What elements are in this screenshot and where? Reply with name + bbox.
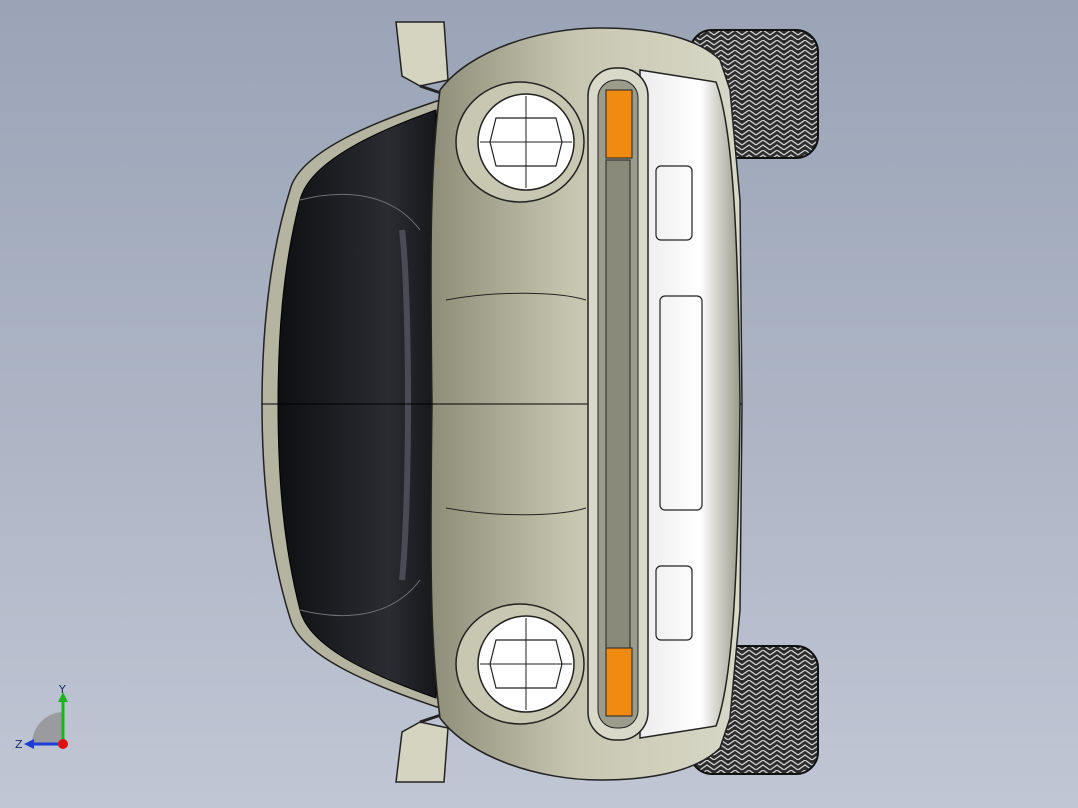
turn-indicator-top [605, 89, 633, 159]
y-axis-label: Y [58, 684, 66, 696]
z-axis-arrowhead-icon [24, 739, 34, 749]
z-axis-label: Z [15, 738, 23, 751]
y-axis-arrowhead-icon [58, 692, 68, 702]
turn-indicator-bottom [605, 647, 633, 717]
front-grille-bar [587, 67, 649, 741]
orientation-triad: Y Z [15, 684, 68, 751]
x-axis-dot-icon [58, 739, 68, 749]
front-bumper [639, 69, 741, 739]
triad-plane-icon [31, 712, 63, 744]
headlight-top [455, 81, 585, 203]
headlight-bottom [455, 603, 585, 725]
